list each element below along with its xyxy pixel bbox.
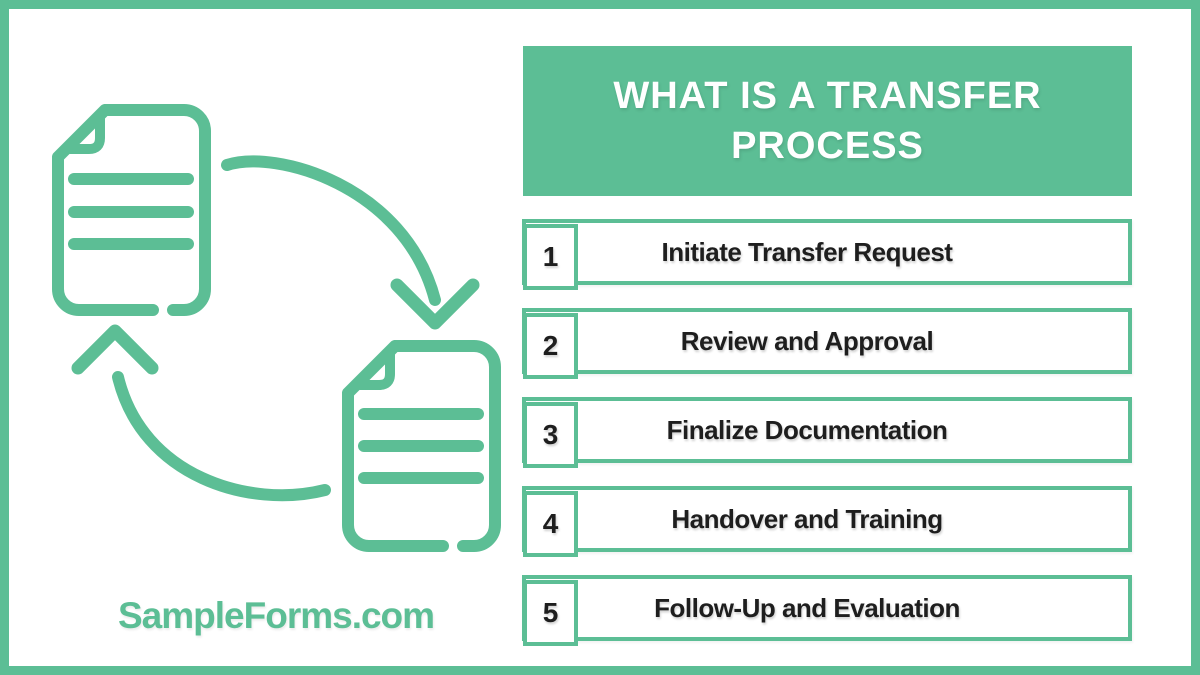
arrow-up-icon [71,324,331,502]
arrow-down-icon [221,155,480,330]
step-box [522,219,1132,285]
step-number: 2 [542,330,559,361]
step-number: 1 [542,241,559,272]
step-number-box: 1 [523,224,578,290]
step-label: Finalize Documentation [666,414,948,445]
step-label: Initiate Transfer Request [661,236,953,267]
document-icon [342,340,501,552]
step-label-wrap: Finalize Documentation [522,397,1092,463]
step-row-5: 5 Follow-Up and Evaluation [522,575,1132,646]
step-number: 5 [542,597,559,628]
step-row-4: 4 Handover and Training [522,486,1132,557]
step-box [522,397,1132,463]
step-row-1: 1 Initiate Transfer Request [522,219,1132,290]
step-number-box: 4 [523,491,578,557]
step-label: Follow-Up and Evaluation [654,592,960,623]
document-icon [52,104,211,316]
step-number-box: 5 [523,580,578,646]
step-label-wrap: Initiate Transfer Request [522,219,1092,285]
step-number-box: 3 [523,402,578,468]
step-box [522,486,1132,552]
steps-list: 1 Initiate Transfer Request 2 Review and… [522,219,1132,664]
title-banner: WHAT IS A TRANSFER PROCESS [523,46,1132,196]
step-label-wrap: Review and Approval [522,308,1092,374]
step-number: 3 [542,419,559,450]
transfer-cycle-illustration [52,104,501,552]
step-number-box: 2 [523,313,578,379]
step-label: Review and Approval [680,325,934,356]
step-label-wrap: Handover and Training [522,486,1092,552]
step-row-2: 2 Review and Approval [522,308,1132,379]
step-number: 4 [542,508,559,539]
step-label-wrap: Follow-Up and Evaluation [522,575,1092,641]
step-box [522,308,1132,374]
page-title-line-1: WHAT IS A TRANSFER [613,75,1042,117]
step-box [522,575,1132,641]
step-label: Handover and Training [671,503,943,534]
brand-watermark: SampleForms.com [118,595,435,636]
step-row-3: 3 Finalize Documentation [522,397,1132,468]
page-title-line-2: PROCESS [731,125,924,167]
